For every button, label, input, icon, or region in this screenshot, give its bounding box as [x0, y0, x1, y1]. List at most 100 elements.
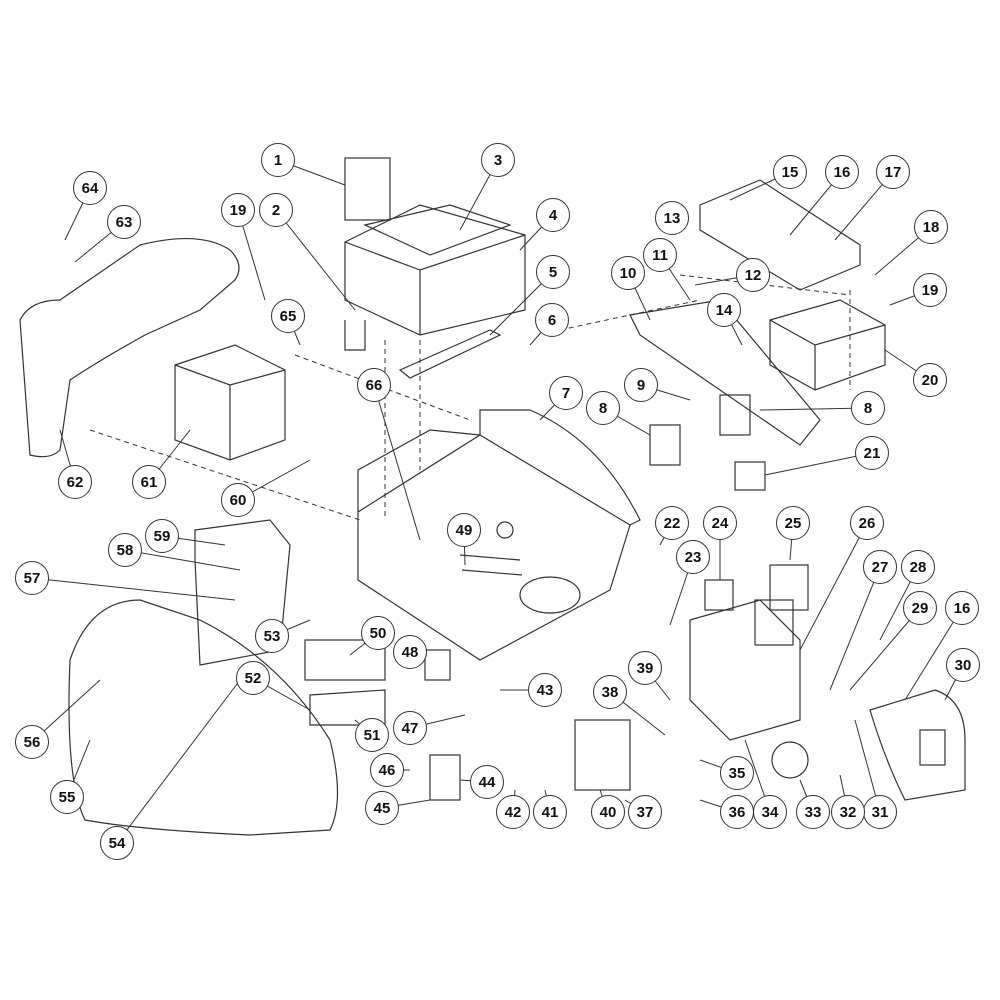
- callout-59: 59: [145, 519, 179, 553]
- callout-46: 46: [370, 753, 404, 787]
- bracket-34: [689, 599, 801, 741]
- callout-38: 38: [593, 675, 627, 709]
- callout-24: 24: [703, 506, 737, 540]
- callout-34: 34: [753, 795, 787, 829]
- callout-37: 37: [628, 795, 662, 829]
- parts-drawings: [19, 157, 966, 836]
- leader-line: [904, 607, 963, 701]
- callout-36: 36: [720, 795, 754, 829]
- callout-6: 6: [535, 303, 569, 337]
- leader-line: [799, 522, 868, 651]
- callout-60: 60: [221, 483, 255, 517]
- callout-31: 31: [863, 795, 897, 829]
- callout-63: 63: [107, 205, 141, 239]
- leader-line: [124, 549, 241, 571]
- module-21: [734, 461, 766, 491]
- callout-9: 9: [624, 368, 658, 402]
- callout-8: 8: [851, 391, 885, 425]
- callout-12: 12: [736, 258, 770, 292]
- callout-19: 19: [913, 273, 947, 307]
- callout-16: 16: [825, 155, 859, 189]
- callout-23: 23: [676, 540, 710, 574]
- tube: [344, 320, 366, 351]
- leader-line: [116, 679, 241, 844]
- callout-50: 50: [361, 616, 395, 650]
- callout-47: 47: [393, 711, 427, 745]
- callout-40: 40: [591, 795, 625, 829]
- callout-61: 61: [132, 465, 166, 499]
- front-cover-55: [68, 599, 339, 836]
- valve-block-50: [304, 639, 386, 681]
- callout-51: 51: [355, 718, 389, 752]
- pump-44: [429, 754, 461, 801]
- module-8a: [649, 424, 681, 466]
- callout-65: 65: [271, 299, 305, 333]
- tank-61: [174, 344, 286, 461]
- relay-25a: [769, 564, 809, 611]
- motor-33: [771, 741, 809, 779]
- callout-10: 10: [611, 256, 645, 290]
- battery-cells: [363, 204, 512, 256]
- callout-32: 32: [831, 795, 865, 829]
- cover-window: [919, 729, 946, 766]
- callout-26: 26: [850, 506, 884, 540]
- callout-44: 44: [470, 765, 504, 799]
- callout-2: 2: [259, 193, 293, 227]
- callout-53: 53: [255, 619, 289, 653]
- callout-1: 1: [261, 143, 295, 177]
- top-plate-15: [699, 179, 861, 291]
- callout-8: 8: [586, 391, 620, 425]
- box-40: [574, 719, 631, 791]
- solenoid-48: [424, 649, 451, 681]
- callout-49: 49: [447, 513, 481, 547]
- leader-line: [849, 607, 921, 691]
- leader-line: [31, 577, 236, 601]
- callout-28: 28: [901, 550, 935, 584]
- callout-21: 21: [855, 436, 889, 470]
- leader-line: [275, 209, 356, 311]
- callout-5: 5: [536, 255, 570, 289]
- callout-43: 43: [528, 673, 562, 707]
- callout-39: 39: [628, 651, 662, 685]
- callout-58: 58: [108, 533, 142, 567]
- callout-64: 64: [73, 171, 107, 205]
- module-8b: [719, 394, 751, 436]
- callout-55: 55: [50, 780, 84, 814]
- callout-30: 30: [946, 648, 980, 682]
- battery-box: [344, 204, 526, 336]
- callout-22: 22: [655, 506, 689, 540]
- callout-15: 15: [773, 155, 807, 189]
- callout-54: 54: [100, 826, 134, 860]
- part-24: [704, 579, 734, 611]
- leader-line: [829, 566, 881, 691]
- frame-wall: [357, 429, 481, 512]
- bracket-10: [629, 299, 821, 446]
- relay-25b: [754, 599, 794, 646]
- axle-49: [459, 554, 523, 576]
- battery: [344, 157, 391, 221]
- leader-line: [373, 384, 421, 541]
- callout-42: 42: [496, 795, 530, 829]
- callout-27: 27: [863, 550, 897, 584]
- callout-41: 41: [533, 795, 567, 829]
- callout-4: 4: [536, 198, 570, 232]
- leader-line: [764, 452, 873, 476]
- callout-17: 17: [876, 155, 910, 189]
- box-20: [769, 299, 886, 391]
- leader-line: [759, 407, 869, 411]
- callout-33: 33: [796, 795, 830, 829]
- callout-3: 3: [481, 143, 515, 177]
- callout-18: 18: [914, 210, 948, 244]
- callout-16: 16: [945, 591, 979, 625]
- cover-30: [869, 689, 966, 801]
- callout-66: 66: [357, 368, 391, 402]
- callout-14: 14: [707, 293, 741, 327]
- frame-hole-small: [496, 521, 514, 539]
- callout-56: 56: [15, 725, 49, 759]
- callout-52: 52: [236, 661, 270, 695]
- callout-48: 48: [393, 635, 427, 669]
- rear-cover-62: [19, 238, 240, 458]
- callout-29: 29: [903, 591, 937, 625]
- callout-57: 57: [15, 561, 49, 595]
